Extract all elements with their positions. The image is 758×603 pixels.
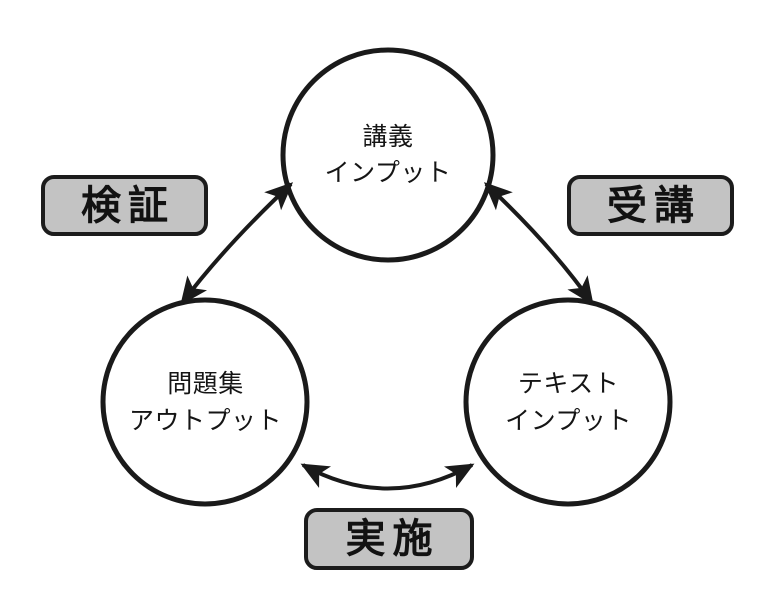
node-workbook-line-2: アウトプット bbox=[128, 406, 282, 435]
node-text-line-2: インプット bbox=[505, 406, 632, 435]
tag-box-attend: 受講 bbox=[567, 175, 734, 236]
tag-box-practice: 実施 bbox=[304, 508, 474, 570]
node-workbook-line-1: 問題集 bbox=[167, 370, 244, 398]
node-lecture: 講義 インプット bbox=[283, 50, 493, 260]
connector-attend bbox=[483, 182, 594, 306]
node-circle-lecture bbox=[280, 47, 496, 263]
tag-label-verify: 検証 bbox=[81, 183, 175, 228]
tag-box-verify: 検証 bbox=[41, 175, 208, 236]
node-lecture-line-1: 講義 bbox=[362, 122, 414, 151]
connector-practice bbox=[300, 463, 475, 491]
node-lecture-line-2: インプット bbox=[324, 159, 452, 187]
tag-label-attend: 受講 bbox=[607, 183, 701, 228]
connector-verify bbox=[180, 182, 294, 306]
node-text-line-1: テキスト bbox=[517, 370, 620, 398]
tag-label-practice: 実施 bbox=[345, 517, 440, 561]
node-workbook: 問題集 アウトプット bbox=[103, 300, 308, 505]
node-text: テキスト インプット bbox=[466, 300, 671, 505]
